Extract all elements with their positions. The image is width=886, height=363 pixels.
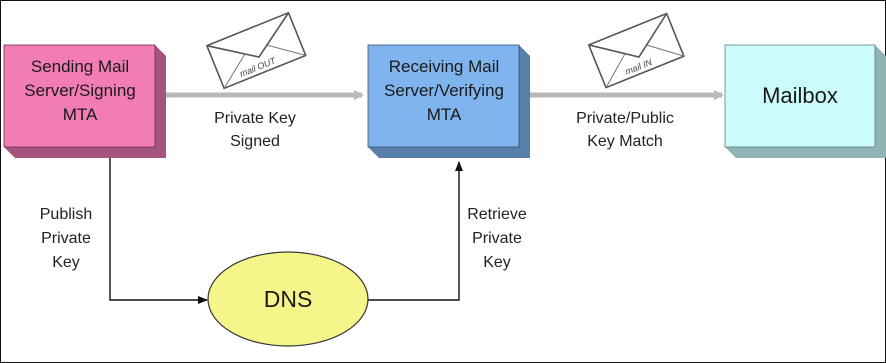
receiving-mta-line-3: MTA [427,105,462,124]
receiving-mta-block: Receiving Mail Server/Verifying MTA [367,44,530,158]
publish-line-2: Private [41,230,91,247]
mail-in-envelope-icon: mail IN [587,12,685,89]
retrieve-line-1: Retrieve [467,206,527,223]
key-match-line-1: Private/Public [576,110,674,127]
mailbox-label: Mailbox [762,83,838,108]
sending-mta-face [3,44,156,148]
sending-mta-line-3: MTA [63,105,98,124]
private-key-signed-line-1: Private Key [214,110,296,127]
arrow-sending-to-dns [109,158,208,304]
retrieve-line-2: Private [472,230,522,247]
sending-mta-block: Sending Mail Server/Signing MTA [3,44,166,158]
publish-private-key-label: Publish Private Key [40,206,92,271]
dns-node: DNS [207,251,369,347]
mail-out-envelope-icon: mail OUT [205,11,307,90]
receiving-mta-line-1: Receiving Mail [389,57,500,76]
sending-mta-line-2: Server/Signing [24,81,136,100]
arrow-dns-to-receiving [368,161,463,301]
private-key-signed-line-2: Signed [230,133,280,150]
dns-ellipse [207,251,369,347]
retrieve-private-key-label: Retrieve Private Key [467,206,527,271]
receiving-mta-line-2: Server/Verifying [384,81,504,100]
private-key-signed-label: Private Key Signed [214,110,296,150]
key-match-line-2: Key Match [587,133,663,150]
retrieve-line-3: Key [483,254,511,271]
publish-line-1: Publish [40,206,92,223]
publish-line-3: Key [52,254,80,271]
key-match-label: Private/Public Key Match [576,110,674,150]
mailbox-block: Mailbox [724,44,886,158]
receiving-mta-face [367,44,520,148]
mailbox-face [724,44,876,148]
dns-label: DNS [264,286,313,312]
sending-mta-line-1: Sending Mail [31,57,129,76]
